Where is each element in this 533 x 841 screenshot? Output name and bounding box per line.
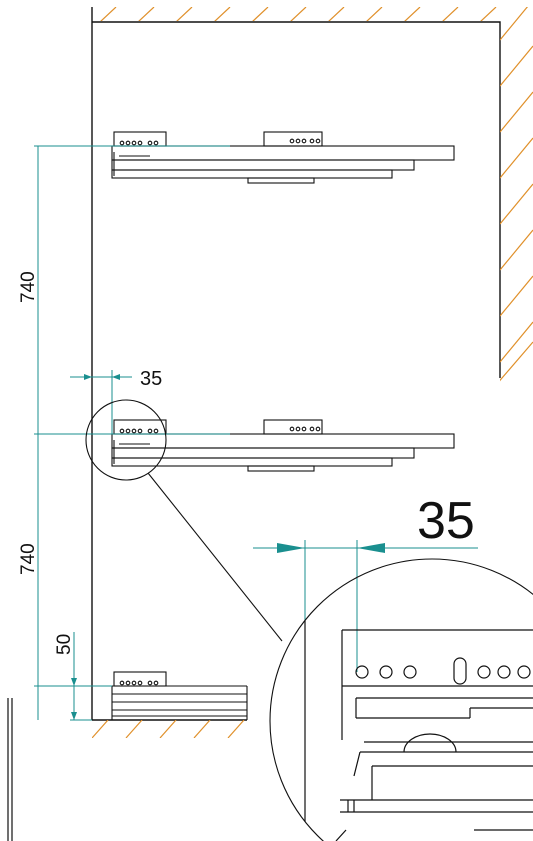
drawer-runner-middle	[111, 419, 455, 472]
dimension-lines	[34, 145, 478, 721]
drawer-runner-upper	[111, 131, 455, 184]
detail-callout	[85, 399, 533, 841]
dimension-arrows	[71, 374, 385, 720]
detail-view	[304, 560, 533, 841]
dimension-label-spacing-upper: 740	[18, 271, 39, 303]
wall-hatching-top	[100, 7, 497, 21]
dimension-label-spacing-lower: 740	[18, 543, 39, 575]
wall-hatching-right	[500, 7, 533, 382]
drawer-runner-bottom	[111, 671, 248, 720]
cabinet-carcass	[91, 7, 501, 721]
edge-marks	[7, 698, 13, 841]
dimension-label-bottom-offset: 50	[54, 634, 75, 655]
dimension-label-setback: 35	[140, 368, 162, 390]
dimension-label-detail-setback: 35	[417, 492, 475, 550]
wall-hatching-bottom	[92, 720, 245, 738]
